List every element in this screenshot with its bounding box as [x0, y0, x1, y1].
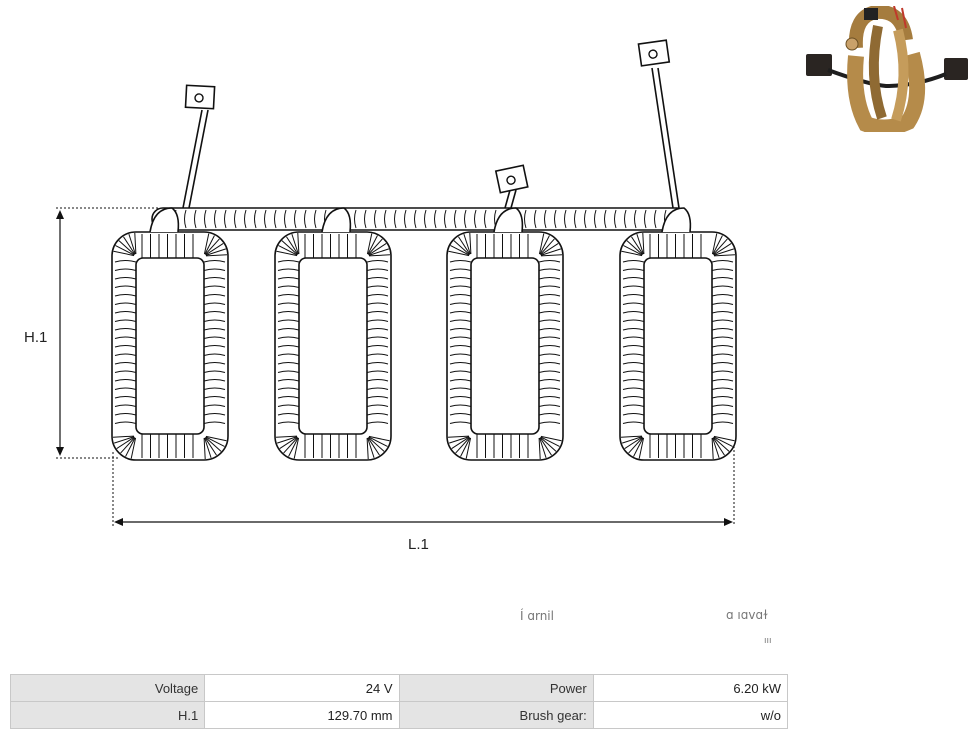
- coil-assembly-drawing: H.1 L.1: [24, 39, 737, 553]
- spec-value-voltage: 24 V: [204, 674, 400, 702]
- faint-text-left: Í ɑrnil: [520, 609, 554, 623]
- table-row: Voltage 24 V Power 6.20 kW: [9, 674, 789, 702]
- field-coil: [446, 231, 564, 461]
- terminals: [182, 39, 680, 209]
- field-coils: [111, 231, 737, 461]
- spec-label-voltage: Voltage: [9, 674, 206, 702]
- terminal-lug: [637, 39, 680, 209]
- length-dimension-label: L.1: [408, 536, 429, 553]
- spec-value-height: 129.70 mm: [204, 701, 400, 729]
- field-coil: [619, 231, 737, 461]
- specification-table: Voltage 24 V Power 6.20 kW H.1 129.70 mm…: [9, 674, 789, 729]
- spec-value-brush-gear: w/o: [592, 701, 789, 729]
- table-row: H.1 129.70 mm Brush gear: w/o: [9, 701, 789, 729]
- terminal-lug: [182, 84, 216, 209]
- spec-label-power: Power: [398, 674, 594, 702]
- spec-label-brush-gear: Brush gear:: [398, 701, 594, 729]
- faint-text-small: ııı: [764, 636, 772, 646]
- field-coil: [274, 231, 392, 461]
- connecting-busbar: [149, 207, 692, 233]
- height-dimension-label: H.1: [24, 329, 47, 346]
- spec-label-height: H.1: [9, 701, 206, 729]
- faint-text-right: ɑ ıɑvɑɫ: [726, 608, 768, 622]
- field-coil: [111, 231, 229, 461]
- product-photo: [806, 6, 968, 132]
- terminal-lug: [494, 164, 529, 209]
- spec-value-power: 6.20 kW: [592, 674, 789, 702]
- dimension-lines: [56, 207, 735, 526]
